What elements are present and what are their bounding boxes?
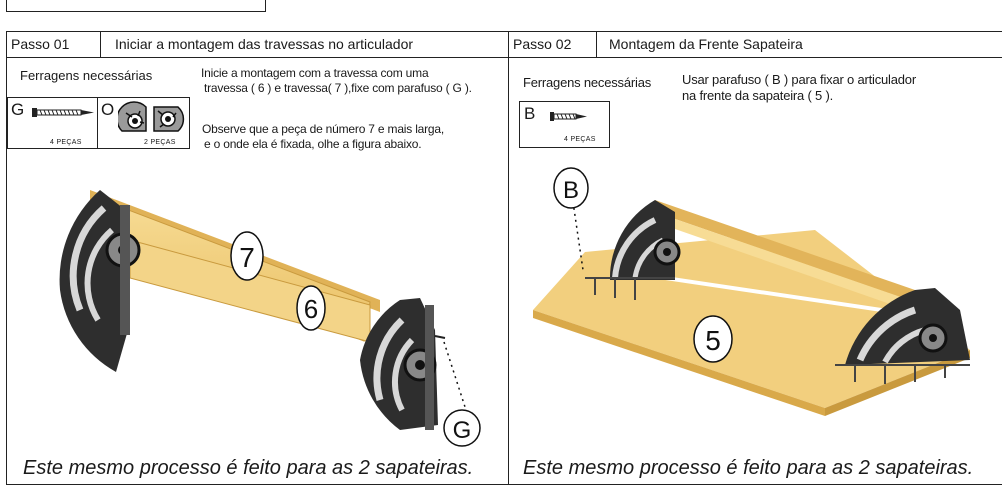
callout-b-label: B bbox=[563, 177, 579, 204]
step-2-instruction-line-1: Usar parafuso ( B ) para fixar o articul… bbox=[682, 72, 916, 87]
callout-g-label: G bbox=[453, 417, 472, 444]
step-1-note-line-2: e o onde ela é fixada, olhe a figura aba… bbox=[204, 137, 422, 151]
callout-5-label: 5 bbox=[705, 325, 721, 356]
step-1-hardware-label: Ferragens necessárias bbox=[20, 68, 153, 83]
step-2-hardware-label: Ferragens necessárias bbox=[523, 75, 652, 90]
hardware-o-qty: 2 PEÇAS bbox=[144, 139, 176, 146]
step-1-note: Observe que a peça de número 7 e mais la… bbox=[202, 122, 508, 152]
callout-6-label: 6 bbox=[304, 294, 318, 324]
right-articulator bbox=[835, 288, 970, 384]
step-1-caption: Este mesmo processo é feito para as 2 sa… bbox=[23, 457, 474, 479]
step-1-header: Passo 01 Iniciar a montagem das travessa… bbox=[7, 32, 508, 58]
callout-g: G bbox=[443, 409, 481, 447]
hardware-o-letter: O bbox=[101, 100, 115, 119]
callout-7-label: 7 bbox=[239, 242, 255, 273]
step-2-header: Passo 02 Montagem da Frente Sapateira bbox=[509, 32, 1002, 58]
right-articulator bbox=[360, 298, 446, 430]
hardware-g-box: G 4 PEÇAS bbox=[7, 97, 98, 149]
rail-back bbox=[625, 200, 915, 314]
step-2-instructions: Usar parafuso ( B ) para fixar o articul… bbox=[682, 72, 1000, 104]
callout-7: 7 bbox=[230, 231, 264, 281]
step-1-instructions: Inicie a montagem com a travessa com uma… bbox=[201, 66, 507, 96]
hinge-articulator-icon bbox=[118, 101, 185, 132]
callout-b: B bbox=[553, 167, 589, 209]
hardware-b-box: B 4 PEÇAS bbox=[519, 101, 610, 148]
hardware-b-qty: 4 PEÇAS bbox=[564, 136, 596, 143]
step-1-instruction-line-1: Inicie a montagem com a travessa com uma bbox=[201, 66, 429, 80]
hardware-b-letter: B bbox=[524, 104, 536, 123]
step-1-illustration: 7 6 G bbox=[59, 190, 481, 447]
step-2-caption: Este mesmo processo é feito para as 2 sa… bbox=[523, 457, 974, 479]
screw-icon bbox=[32, 108, 94, 117]
step-1-title: Iniciar a montagem das travessas no arti… bbox=[115, 36, 414, 52]
screw-icon bbox=[550, 112, 587, 121]
step-1-number: Passo 01 bbox=[7, 32, 101, 57]
step-2-instruction-line-2: na frente da sapateira ( 5 ). bbox=[682, 88, 834, 103]
callout-5: 5 bbox=[693, 315, 733, 363]
hardware-o-box: O 2 PEÇAS bbox=[97, 97, 190, 149]
step-2-illustration: B 5 bbox=[533, 167, 970, 416]
step-2-title: Montagem da Frente Sapateira bbox=[609, 36, 803, 52]
left-articulator bbox=[585, 200, 681, 300]
left-articulator bbox=[59, 190, 141, 372]
step-1-note-line-1: Observe que a peça de número 7 e mais la… bbox=[202, 122, 445, 136]
hardware-g-qty: 4 PEÇAS bbox=[50, 139, 82, 146]
top-frame-fragment bbox=[6, 0, 266, 12]
step-2-number: Passo 02 bbox=[509, 32, 597, 57]
step-1-instruction-line-2: travessa ( 6 ) e travessa( 7 ),fixe com … bbox=[204, 81, 472, 95]
callout-6: 6 bbox=[296, 285, 326, 331]
hardware-g-letter: G bbox=[11, 100, 25, 119]
step-2-panel: Passo 02 Montagem da Frente Sapateira bbox=[508, 31, 1002, 485]
